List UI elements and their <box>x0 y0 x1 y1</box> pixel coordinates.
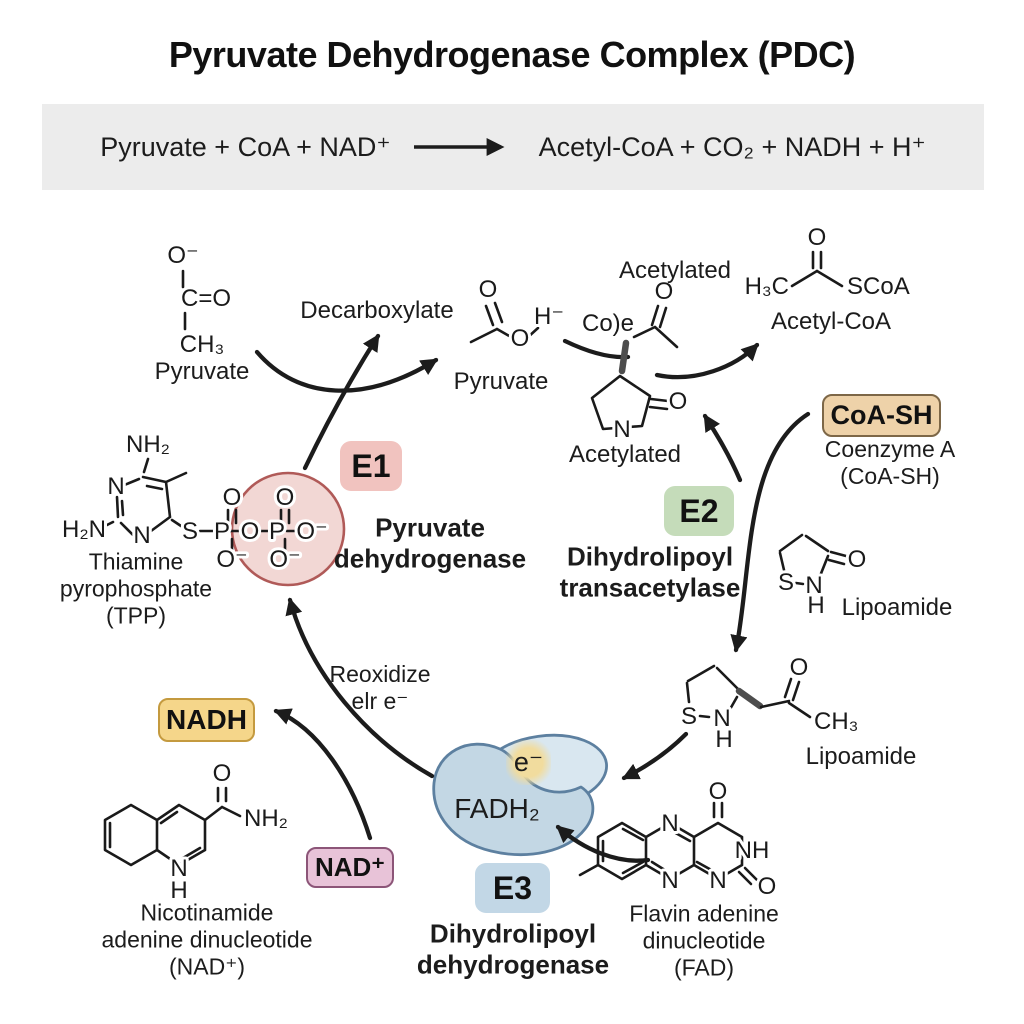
arrow-coash-to-ring <box>702 413 743 483</box>
decarboxylate-label: Decarboxylate <box>300 296 454 324</box>
arrow-nad-to-nadh <box>273 708 373 841</box>
lipoamide-2-label: Lipoamide <box>805 742 917 770</box>
pyruvate-left-label: Pyruvate <box>154 357 250 385</box>
atom-label: CH₃ <box>814 708 858 735</box>
atom-label: N <box>170 855 187 882</box>
atom-label: P <box>269 518 285 545</box>
acetyl-coa-structure: O H₃C SCoA <box>742 221 913 303</box>
reaction-arrow-icon <box>413 138 505 156</box>
page-title: Pyruvate Dehydrogenase Complex (PDC) <box>168 34 856 75</box>
lipoamide-1-label: Lipoamide <box>841 593 953 621</box>
arrow-decarboxylate <box>302 333 381 471</box>
fadh2-label: FADH₂ <box>454 793 540 824</box>
atom-label: O⁻ <box>269 546 300 573</box>
atom-label: S <box>182 518 198 545</box>
pyruvate-structure-left: O⁻ C=O CH₃ <box>164 239 234 361</box>
arrow-lipoamide-to-e3 <box>621 731 689 781</box>
atom-label: H⁻ <box>534 303 564 330</box>
arrow-ring-to-acetylcoa <box>654 342 760 380</box>
tpp-structure: NH₂ N H₂N N S P O O⁻ O P O O⁻ O⁻ <box>59 428 331 576</box>
atom-label: P <box>214 518 230 545</box>
atom-label: O⁻ <box>296 518 327 545</box>
atom-label: O <box>790 654 809 681</box>
atom-label: O <box>709 778 728 805</box>
cycle-arrows <box>254 333 811 863</box>
coash-badge: CoA-SH <box>822 394 941 437</box>
atom-label: SCoA <box>847 273 910 300</box>
atom-label: N <box>107 473 124 500</box>
atom-label: O <box>213 760 232 787</box>
arrow-mid-to-ring-segment <box>562 338 631 360</box>
pyruvate-mid-label: Pyruvate <box>453 367 549 395</box>
atom-label: S <box>778 569 794 596</box>
atom-label: O <box>479 276 498 303</box>
e2-enzyme-name: Dihydrolipoyl transacetylase <box>559 541 741 602</box>
atom-label: H <box>807 592 824 619</box>
electron-label: e⁻ <box>506 740 551 785</box>
atom-label: O <box>848 546 867 573</box>
reoxidize-label: Reoxidize elr e⁻ <box>329 660 431 714</box>
atom-label: S <box>681 703 697 730</box>
e1-badge: E1 <box>340 441 402 491</box>
atom-label: H₃C <box>745 273 789 300</box>
atom-label: N <box>661 867 678 894</box>
atom-label: N <box>613 416 630 443</box>
reaction-banner: Pyruvate + CoA + NAD⁺ Acetyl-CoA + CO₂ +… <box>42 104 984 190</box>
fad-full-label: Flavin adenine dinucleotide (FAD) <box>629 900 779 981</box>
atom-label: H₂N <box>62 516 106 543</box>
atom-label: O <box>511 325 530 352</box>
atom-label: H <box>715 726 732 753</box>
nad-structure: O NH₂ N H <box>103 757 291 907</box>
atom-label: H <box>170 877 187 904</box>
e1-enzyme-name: Pyruvate dehydrogenase <box>333 512 527 573</box>
atom-label: NH₂ <box>126 431 170 458</box>
tpp-label: Thiamine pyrophosphate (TPP) <box>59 548 213 629</box>
nad-full-label: Nicotinamide adenine dinucleotide (NAD⁺) <box>101 899 313 980</box>
atom-label: N <box>133 522 150 549</box>
fad-structure: N N O NH O N <box>578 775 779 903</box>
atom-label: CH₃ <box>180 331 224 358</box>
arrow-fad-to-e3 <box>555 824 651 863</box>
atom-label: C=O <box>181 285 231 312</box>
lipoamide-structure-2: S N H O CH₃ <box>678 651 861 756</box>
atom-label: O <box>655 278 674 305</box>
atom-label: N <box>661 810 678 837</box>
atom-label: NH <box>735 837 770 864</box>
arrow-e3-to-e1-reoxidize <box>285 597 435 779</box>
acetylated-bottom-label: Acetylated <box>568 440 682 468</box>
nad-plus-badge: NAD⁺ <box>306 847 394 888</box>
arrow-e2-to-lipoamide <box>730 411 811 653</box>
e1-cofactor-circle <box>230 471 346 587</box>
atom-label: O <box>758 873 777 900</box>
acetyl-coa-label: Acetyl-CoA <box>770 307 892 335</box>
reaction-products: Acetyl-CoA + CO₂ + NADH + H⁺ <box>538 131 926 162</box>
atom-label: O <box>241 518 260 545</box>
coenzyme-a-label: Coenzyme A (CoA-SH) <box>824 435 956 489</box>
acetylated-ring-structure: Co)e O N O <box>579 275 690 446</box>
atom-label: Co)e <box>582 310 634 337</box>
atom-label: N <box>805 572 822 599</box>
atom-label: NH₂ <box>244 805 288 832</box>
lipoamide-structure-1: S N H O <box>775 533 869 622</box>
e3-badge: E3 <box>475 863 550 913</box>
e2-badge: E2 <box>664 486 734 536</box>
atom-label: N <box>709 867 726 894</box>
pyruvate-structure-mid: O O H⁻ <box>469 273 567 355</box>
arrow-pyruvate-to-e1 <box>254 349 439 393</box>
reaction-substrates: Pyruvate + CoA + NAD⁺ <box>100 131 391 162</box>
atom-label: O <box>276 484 295 511</box>
atom-label: O <box>808 224 827 251</box>
atom-label: O <box>223 484 242 511</box>
atom-label: O <box>669 388 688 415</box>
atom-label: O⁻ <box>216 546 247 573</box>
acetylated-top-label: Acetylated <box>618 256 732 284</box>
atom-label: N <box>713 705 730 732</box>
e3-enzyme-name: Dihydrolipoyl dehydrogenase <box>416 918 610 979</box>
atom-label: O⁻ <box>167 242 198 269</box>
nadh-badge: NADH <box>158 698 255 742</box>
